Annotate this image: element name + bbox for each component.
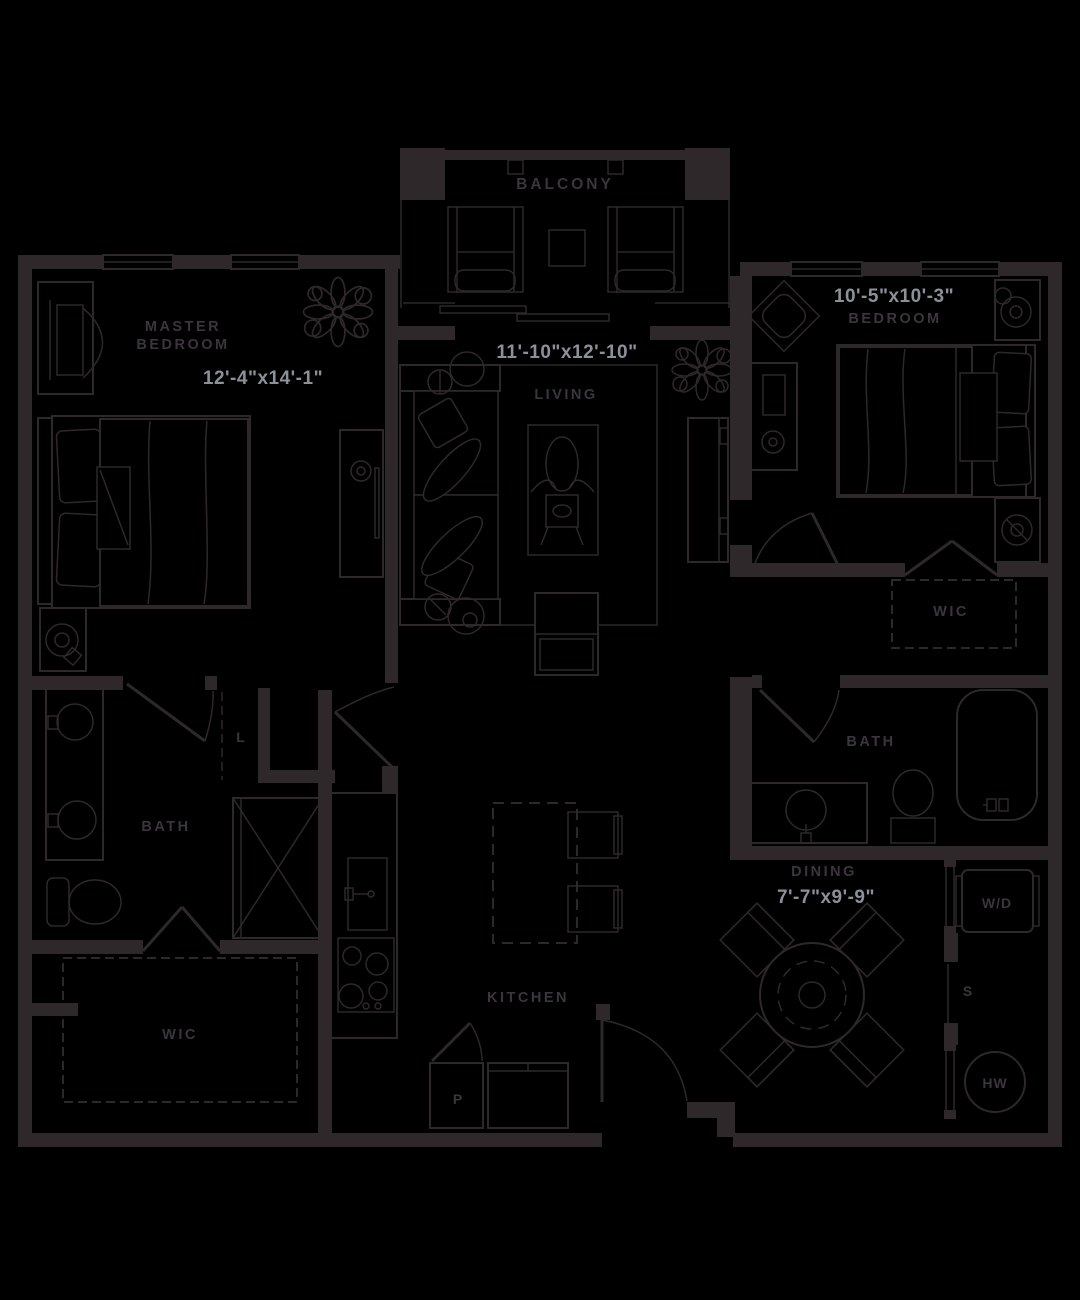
plant-icon: [302, 276, 374, 348]
wic-right-label: WIC: [933, 604, 969, 620]
toilet: [46, 877, 122, 927]
master-bedroom-label: BEDROOM: [136, 337, 229, 353]
hot-water-heater: HW: [944, 1042, 1026, 1119]
stool: [567, 885, 619, 933]
wic-doors: [904, 539, 998, 577]
dining-table: [759, 942, 865, 1048]
bed: [37, 415, 251, 609]
dining-chair: [719, 902, 795, 978]
living-label: LIVING: [534, 387, 597, 403]
vanity: [45, 687, 104, 861]
dining-dimensions: 7'-7"x9'-9": [777, 887, 875, 908]
closet-rod: [891, 579, 1017, 649]
nightstand: [39, 607, 87, 672]
room-wic-right: WIC: [891, 539, 1017, 649]
patio-table: [548, 229, 586, 267]
sofa: [399, 364, 501, 626]
stool: [567, 811, 619, 859]
room-bath-left: L BATH: [45, 682, 324, 939]
balcony-label: BALCONY: [516, 176, 614, 193]
sliding-door: [439, 305, 610, 322]
utility-closets: W/D S HW: [944, 858, 1040, 1119]
hot-water-label: HW: [982, 1075, 1007, 1091]
bath-right-door: [758, 688, 840, 744]
window: [102, 254, 300, 270]
master-bedroom-label: MASTER: [145, 319, 221, 335]
bedroom-door: [752, 512, 843, 572]
accent-chair: [527, 424, 599, 556]
window: [790, 261, 1000, 277]
patio-chair: [607, 206, 684, 293]
dining-chair: [829, 1012, 905, 1088]
room-master-bedroom: MASTER BEDROOM 12'-4"x14'-1": [37, 254, 395, 769]
toilet: [890, 769, 936, 844]
plant-icon: [671, 339, 733, 401]
room-bedroom: 10'-5"x10'-3" BEDROOM: [747, 261, 1041, 572]
hw-door: [945, 1049, 955, 1112]
wic-left-label: WIC: [162, 1027, 198, 1043]
washer-dryer: W/D: [944, 858, 1040, 935]
balcony-post: [607, 159, 624, 175]
room-living: 11'-10"x12'-10" LIVING: [399, 339, 733, 676]
dresser: [339, 429, 384, 578]
pantry: P: [429, 1021, 484, 1129]
bed: [836, 344, 1036, 498]
kitchen-island: [492, 802, 623, 944]
stove: [337, 937, 395, 1013]
room-bath-right: BATH: [747, 688, 1038, 844]
refrigerator: [487, 1062, 569, 1129]
shower: [232, 797, 324, 939]
nightstand: [994, 279, 1041, 341]
corner-chair: [747, 279, 821, 353]
pantry-label: P: [453, 1091, 463, 1107]
console-table: [534, 592, 599, 676]
bathtub: [956, 689, 1038, 821]
entry-door: [596, 1004, 688, 1102]
linen-closet: L: [221, 692, 246, 780]
bath-left-label: BATH: [141, 819, 190, 835]
bedroom-label: BEDROOM: [848, 311, 941, 327]
master-bedroom-dimensions: 12'-4"x14'-1": [203, 368, 323, 389]
closet-rod: [62, 957, 298, 1103]
room-balcony: BALCONY: [400, 148, 730, 322]
tv-console: [687, 417, 729, 563]
wic-doors: [141, 906, 222, 952]
side-table: [424, 351, 485, 635]
bath-left-door: [126, 682, 214, 743]
patio-chair: [447, 206, 524, 293]
dining-chair: [719, 1012, 795, 1088]
living-dimensions: 11'-10"x12'-10": [496, 342, 637, 363]
storage-label: S: [963, 983, 973, 999]
kitchen-label: KITCHEN: [487, 990, 569, 1006]
master-bedroom-door: [333, 686, 395, 769]
dining-label: DINING: [791, 864, 857, 880]
desk: [37, 281, 104, 395]
kitchen-sink: [344, 857, 388, 931]
room-kitchen: P KITCHEN: [332, 792, 688, 1129]
dresser: [749, 362, 798, 471]
vanity: [747, 782, 868, 844]
wd-door: [945, 865, 955, 928]
counter: [332, 792, 398, 1039]
dining-chair: [829, 902, 905, 978]
bath-right-label: BATH: [846, 734, 895, 750]
nightstand: [994, 497, 1041, 563]
room-dining: DINING 7'-7"x9'-9": [719, 864, 905, 1088]
bedroom-dimensions: 10'-5"x10'-3": [834, 286, 954, 307]
storage-closet: S: [947, 964, 973, 1023]
balcony-post: [507, 159, 524, 175]
linen-label: L: [236, 729, 246, 745]
washer-dryer-label: W/D: [982, 895, 1012, 911]
room-wic-left: WIC: [62, 906, 298, 1103]
